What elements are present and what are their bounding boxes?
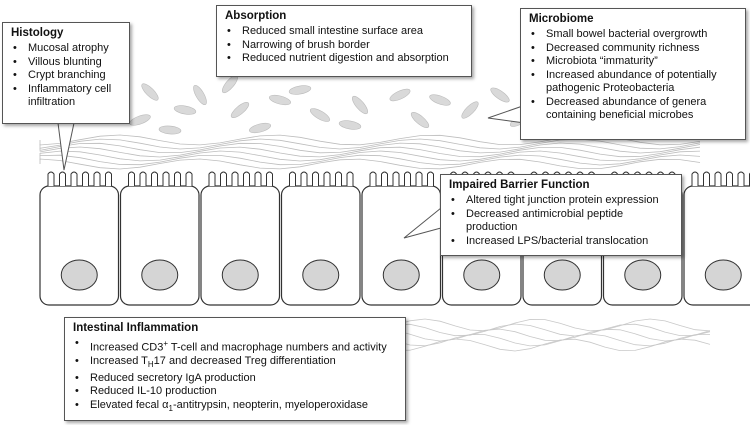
cell-nucleus — [302, 259, 340, 291]
bacterium — [351, 95, 369, 115]
barrier-function-item: Altered tight junction protein expressio… — [449, 194, 673, 208]
mucus-layer — [39, 134, 701, 170]
bacterium — [173, 105, 197, 115]
absorption-item: Narrowing of brush border — [225, 39, 463, 53]
bacterium — [129, 114, 151, 126]
intestinal-inflammation-box: Intestinal Inflammation Increased CD3+ T… — [64, 317, 406, 421]
item-text: -antitrypsin, neopterin, myeloperoxidase — [172, 398, 369, 411]
intestinal-inflammation-title: Intestinal Inflammation — [73, 322, 199, 334]
histology-box: Histology Mucosal atrophy Villous blunti… — [2, 22, 130, 124]
fiber-line — [379, 333, 711, 347]
item-text: Increased CD3 — [90, 341, 164, 354]
bacterium — [309, 108, 331, 122]
histology-list: Mucosal atrophy Villous blunting Crypt b… — [11, 42, 121, 110]
fiber-line — [379, 318, 711, 332]
epithelial-cell — [280, 171, 361, 306]
epithelial-cell — [200, 171, 281, 306]
microvilli — [128, 171, 193, 186]
epithelial-cell — [683, 171, 750, 306]
absorption-title: Absorption — [225, 10, 287, 22]
bacterium — [141, 83, 159, 101]
subscript: 1 — [168, 404, 173, 414]
epithelial-cell — [361, 171, 442, 306]
cell-nucleus — [221, 259, 259, 291]
bacterium — [269, 94, 291, 106]
microvilli — [691, 171, 750, 186]
intestinal-inflammation-item: Reduced IL-10 production — [73, 385, 397, 399]
microbiome-item: Decreased community richness — [529, 42, 737, 56]
subscript: H — [147, 360, 154, 370]
barrier-function-item: Increased LPS/bacterial translocation — [449, 235, 673, 249]
bacterium — [389, 88, 411, 102]
histology-item: Villous blunting — [11, 56, 121, 70]
microbiome-item: Small bowel bacterial overgrowth — [529, 28, 737, 42]
histology-title: Histology — [11, 27, 64, 39]
microbiome-list: Small bowel bacterial overgrowth Decreas… — [529, 28, 737, 123]
barrier-function-list: Altered tight junction protein expressio… — [449, 194, 673, 248]
barrier-function-box: Impaired Barrier Function Altered tight … — [440, 174, 682, 256]
bacterium — [158, 125, 182, 135]
item-text: 17 and decreased Treg differentiation — [153, 355, 336, 368]
microvilli — [289, 171, 354, 186]
absorption-list: Reduced small intestine surface area Nar… — [225, 25, 463, 66]
epithelial-cell — [39, 171, 120, 306]
bacterium — [461, 101, 479, 119]
mucus-line — [39, 154, 701, 166]
bacterium — [249, 122, 271, 134]
barrier-function-title: Impaired Barrier Function — [449, 179, 590, 191]
cell-nucleus — [624, 259, 662, 291]
microbiome-item: Decreased abundance of genera containing… — [529, 96, 737, 123]
microbiome-box: Microbiome Small bowel bacterial overgro… — [520, 8, 746, 140]
fiber-line — [379, 338, 711, 352]
histology-item: Mucosal atrophy — [11, 42, 121, 56]
mucus-line — [39, 158, 701, 170]
microvilli — [369, 171, 434, 186]
bacterium — [429, 94, 451, 106]
bacterium — [288, 85, 312, 95]
intestinal-inflammation-item: Increased CD3+ T-cell and macrophage num… — [73, 337, 397, 355]
mucus-line — [39, 150, 701, 162]
mucus-line — [39, 142, 701, 154]
microbiome-item: Microbiota “immaturity” — [529, 55, 737, 69]
microbiome-title: Microbiome — [529, 13, 594, 25]
cell-body — [39, 185, 120, 306]
epithelial-cell — [119, 171, 200, 306]
fiber-line — [379, 323, 711, 337]
item-text: Elevated fecal α — [90, 398, 169, 411]
bacterium — [490, 87, 510, 103]
item-text: Increased T — [90, 355, 148, 368]
cell-nucleus — [60, 259, 98, 291]
cell-body — [119, 185, 200, 306]
absorption-item: Reduced nutrient digestion and absorptio… — [225, 52, 463, 66]
bacterium — [230, 101, 250, 119]
barrier-function-item: Decreased antimicrobial peptide producti… — [449, 208, 673, 235]
bacterium — [193, 84, 207, 106]
intestinal-inflammation-item: Elevated fecal α1-antitrypsin, neopterin… — [73, 399, 397, 416]
cell-nucleus — [463, 259, 501, 291]
lamina-propria-fibers — [379, 318, 711, 352]
cell-nucleus — [704, 259, 742, 291]
cell-nucleus — [543, 259, 581, 291]
bacterium — [338, 120, 362, 130]
microbiome-item: Increased abundance of potentially patho… — [529, 69, 737, 96]
cell-body — [280, 185, 361, 306]
item-text: T-cell and macrophage numbers and activi… — [168, 341, 387, 354]
absorption-box: Absorption Reduced small intestine surfa… — [216, 5, 472, 77]
cell-nucleus — [141, 259, 179, 291]
bacterium — [410, 111, 430, 129]
intestinal-inflammation-list: Increased CD3+ T-cell and macrophage num… — [73, 337, 397, 416]
fiber-line — [379, 328, 711, 342]
intestinal-inflammation-item: Increased TH17 and decreased Treg differ… — [73, 355, 397, 372]
cell-body — [200, 185, 281, 306]
microvilli — [208, 171, 273, 186]
intestinal-inflammation-item: Reduced secretory IgA production — [73, 372, 397, 386]
cell-nucleus — [382, 259, 420, 291]
histology-item: Crypt branching — [11, 69, 121, 83]
mucus-line — [39, 146, 701, 158]
absorption-item: Reduced small intestine surface area — [225, 25, 463, 39]
microvilli — [47, 171, 112, 186]
superscript: + — [163, 339, 169, 348]
histology-item: Inflammatory cell infiltration — [11, 83, 121, 110]
